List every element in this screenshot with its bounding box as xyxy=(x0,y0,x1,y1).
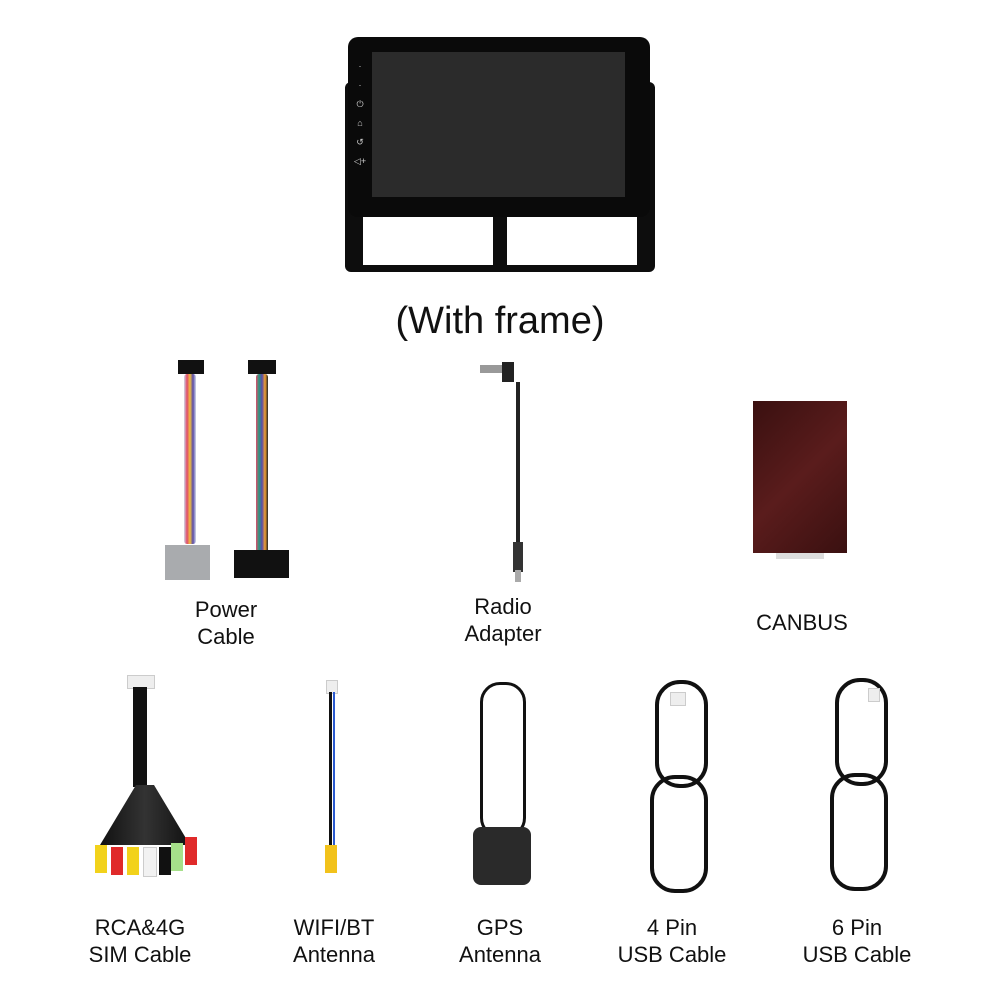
usb-4pin-image xyxy=(650,680,710,893)
frame-slot-right xyxy=(507,217,637,265)
canbus-connector xyxy=(776,553,824,559)
power-icon[interactable]: ⏻ xyxy=(356,99,364,109)
head-unit-image: · · ⏻ ⌂ ↺ ◁+ xyxy=(345,37,655,272)
volume-up-icon[interactable]: ◁+ xyxy=(353,156,367,166)
head-unit-screen xyxy=(372,52,625,197)
mic-icon[interactable]: · xyxy=(358,61,362,71)
canbus-label: CANBUS xyxy=(756,610,848,635)
page-headline: (With frame) xyxy=(395,300,605,342)
usb-4pin-label: 4 Pin USB Cable xyxy=(617,915,727,967)
frame-slot-left xyxy=(363,217,493,265)
usb-6pin-label: 6 Pin USB Cable xyxy=(802,915,912,967)
button-strip: · · ⏻ ⌂ ↺ ◁+ xyxy=(353,57,367,167)
power-cable-image xyxy=(160,360,300,580)
gps-antenna-image xyxy=(470,682,540,887)
gps-antenna-label: GPS Antenna xyxy=(459,915,541,967)
usb-6pin-image xyxy=(830,678,890,891)
power-cable-label: Power Cable xyxy=(194,597,258,649)
home-icon[interactable]: ⌂ xyxy=(357,118,363,128)
wifi-bt-antenna-label: WIFI/BT Antenna xyxy=(293,915,375,967)
rst-icon[interactable]: · xyxy=(358,80,362,90)
canbus-box-image xyxy=(753,401,847,553)
wifi-bt-antenna-image xyxy=(320,680,360,895)
radio-adapter-image xyxy=(475,362,535,584)
back-icon[interactable]: ↺ xyxy=(356,137,364,147)
rca-sim-cable-label: RCA&4G SIM Cable xyxy=(88,915,192,967)
rca-sim-cable-image xyxy=(75,675,215,895)
radio-adapter-label: Radio Adapter xyxy=(464,594,542,646)
